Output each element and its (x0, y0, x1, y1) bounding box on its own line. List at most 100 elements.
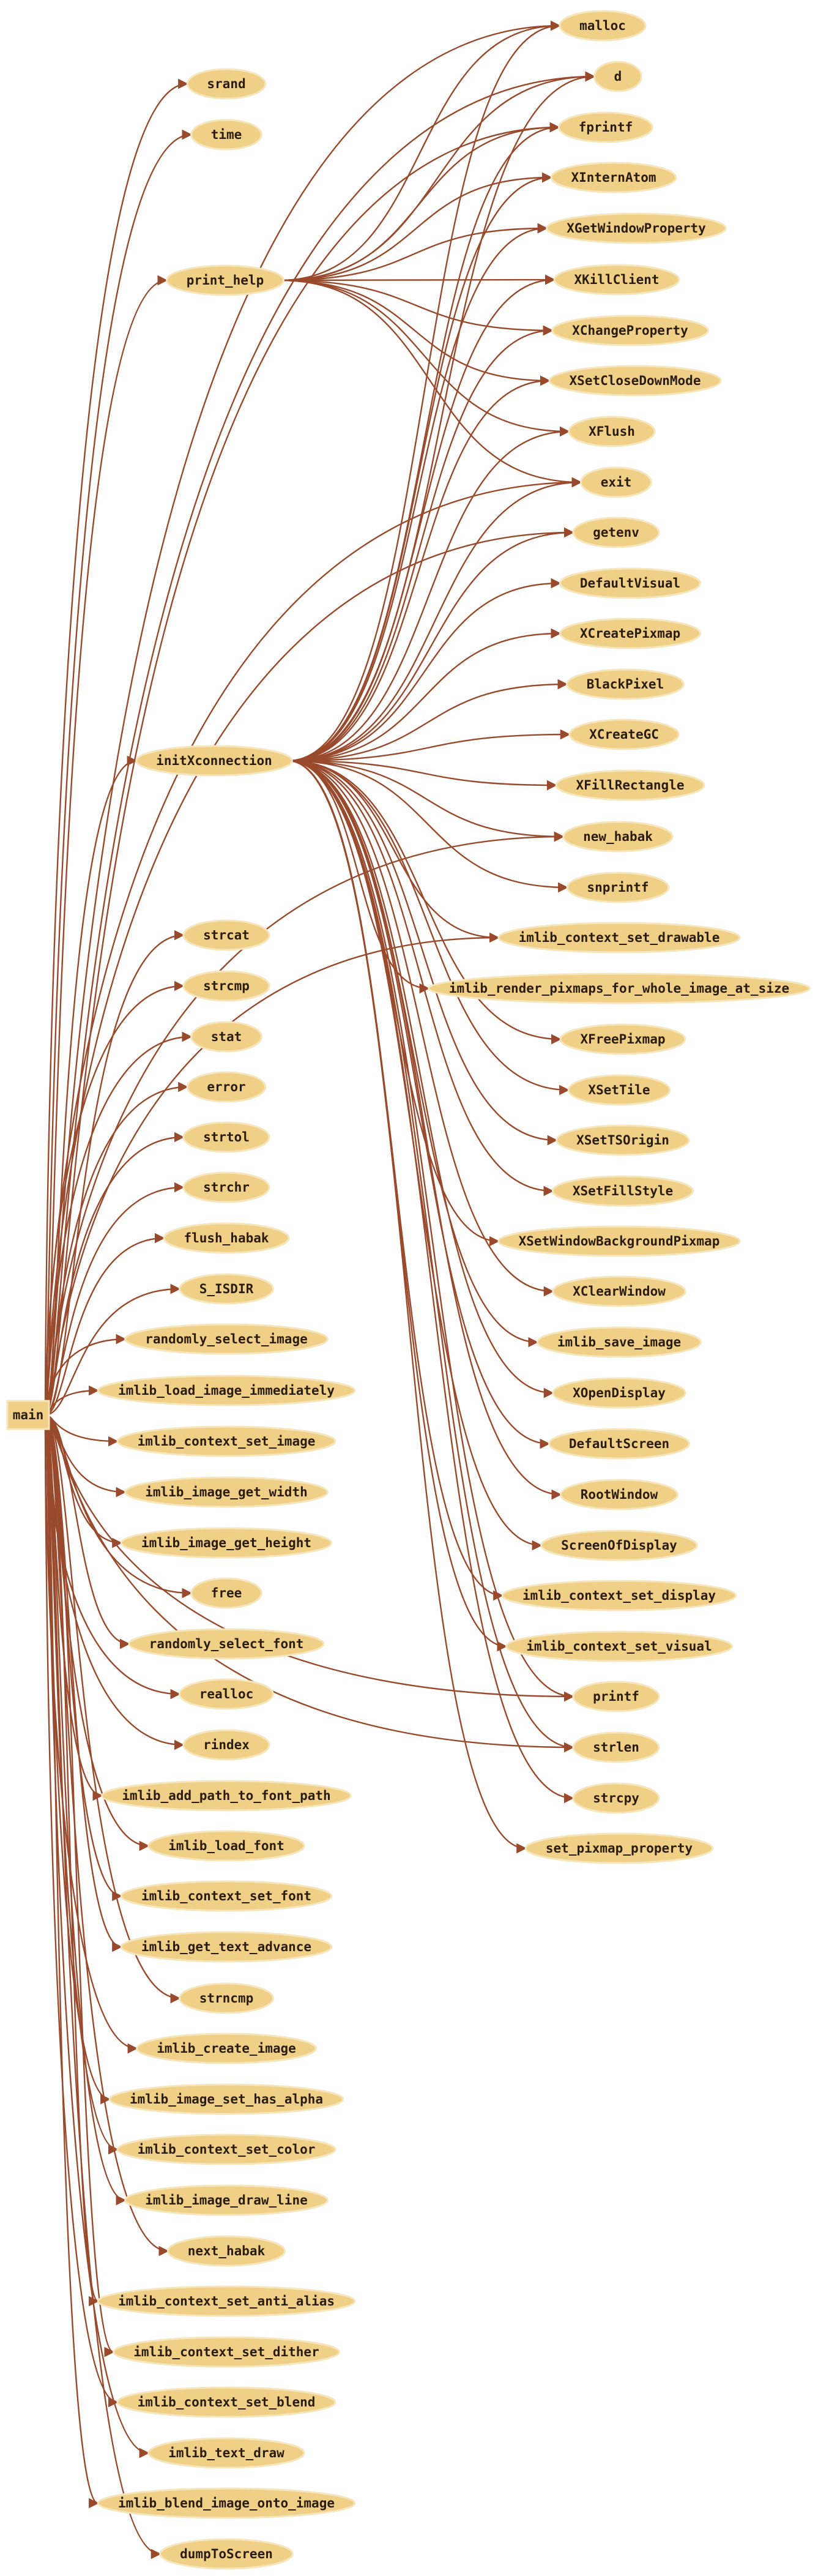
node-imlib-image-draw-line[interactable]: imlib_image_draw_line (124, 2184, 329, 2216)
node-dumptoscreen[interactable]: dumpToScreen (159, 2538, 294, 2570)
node-blackpixel[interactable]: BlackPixel (566, 668, 685, 700)
node-label-imlib-image-get-width: imlib_image_get_width (145, 1485, 308, 1499)
node-imlib-context-set-blend[interactable]: imlib_context_set_blend (116, 2386, 336, 2418)
node-imlib-get-text-advance[interactable]: imlib_get_text_advance (120, 1931, 333, 1963)
node-time[interactable]: time (190, 119, 262, 151)
node-strcpy[interactable]: strcpy (572, 1782, 660, 1814)
edge-main-to-strcmp (44, 980, 185, 1416)
node-imlib-render-pixmaps-for-whole-image-at-size[interactable]: imlib_render_pixmaps_for_whole_image_at_… (428, 973, 811, 1004)
node-imlib-context-set-display[interactable]: imlib_context_set_display (501, 1580, 737, 1611)
node-xkillclient[interactable]: XKillClient (553, 264, 680, 296)
node-defaultvisual[interactable]: DefaultVisual (559, 567, 702, 599)
node-label-imlib-image-get-height: imlib_image_get_height (141, 1536, 311, 1550)
node-xclearwindow[interactable]: XClearWindow (552, 1275, 686, 1307)
edge-main-to-strncmp (45, 1414, 181, 2004)
node-xinternatom[interactable]: XInternAtom (550, 162, 677, 193)
node-randomly-select-image[interactable]: randomly_select_image (124, 1323, 329, 1355)
node-print-help[interactable]: print_help (166, 264, 284, 296)
node-free[interactable]: free (190, 1577, 262, 1609)
node-imlib-load-image-immediately[interactable]: imlib_load_image_immediately (97, 1375, 356, 1406)
node-xsettile[interactable]: XSetTile (567, 1074, 671, 1106)
node-next-habak[interactable]: next_habak (167, 2235, 286, 2267)
node-printf[interactable]: printf (572, 1681, 660, 1712)
node-imlib-image-get-height[interactable]: imlib_image_get_height (120, 1527, 333, 1559)
node-randomly-select-font[interactable]: randomly_select_font (128, 1628, 325, 1660)
edge-main-to-stat (44, 1031, 193, 1416)
edge-main-to-imlib-text-draw (44, 1414, 150, 2458)
node-xgetwindowproperty[interactable]: XGetWindowProperty (546, 212, 727, 244)
edge-main-to-free (45, 1414, 193, 1599)
node-imlib-context-set-image[interactable]: imlib_context_set_image (116, 1425, 336, 1457)
node-xopendisplay[interactable]: XOpenDisplay (552, 1377, 686, 1409)
edge-initxconnection-to-printf (288, 760, 574, 1702)
node-shape-imlib-image-draw-line (124, 2184, 329, 2216)
node-xcreategc[interactable]: XCreateGC (568, 719, 680, 750)
node-stat[interactable]: stat (190, 1021, 262, 1053)
node-xcreatepixmap[interactable]: XCreatePixmap (559, 618, 702, 649)
node-initxconnection[interactable]: initXconnection (135, 745, 293, 777)
node-defaultscreen[interactable]: DefaultScreen (548, 1428, 691, 1460)
node-fprintf[interactable]: fprintf (558, 111, 653, 143)
node-imlib-add-path-to-font-path[interactable]: imlib_add_path_to_font_path (101, 1780, 352, 1812)
node-d[interactable]: d (593, 61, 642, 92)
node-rootwindow[interactable]: RootWindow (560, 1479, 678, 1510)
node-shape-getenv (572, 517, 660, 548)
node-rindex[interactable]: rindex (182, 1729, 270, 1761)
node-imlib-image-set-has-alpha[interactable]: imlib_image_set_has_alpha (108, 2083, 344, 2115)
node-label-stat: stat (211, 1029, 242, 1044)
node-strcmp[interactable]: strcmp (182, 970, 270, 1002)
node-imlib-context-set-color[interactable]: imlib_context_set_color (116, 2134, 336, 2165)
node-strchr[interactable]: strchr (182, 1171, 270, 1203)
node-strtol[interactable]: strtol (182, 1121, 270, 1153)
node-snprintf[interactable]: snprintf (566, 872, 670, 903)
node-shape-xinternatom (550, 162, 677, 193)
node-xfillrectangle[interactable]: XFillRectangle (555, 769, 705, 801)
edge-initxconnection-to-strcpy (288, 760, 574, 1804)
node-exit[interactable]: exit (580, 466, 652, 498)
node-flush-habak[interactable]: flush_habak (163, 1222, 290, 1254)
node-set-pixmap-property[interactable]: set_pixmap_property (524, 1832, 714, 1864)
node-malloc[interactable]: malloc (559, 10, 647, 42)
node-xsetclosedownmode[interactable]: XSetCloseDownMode (548, 365, 722, 397)
node-shape-xclearwindow (552, 1275, 686, 1307)
node-xfreepixmap[interactable]: XFreePixmap (559, 1023, 686, 1055)
node-xsetwindowbackgroundpixmap[interactable]: XSetWindowBackgroundPixmap (497, 1225, 741, 1257)
node-main[interactable]: main (6, 1400, 50, 1430)
node-imlib-context-set-font[interactable]: imlib_context_set_font (120, 1880, 333, 1912)
node-getenv[interactable]: getenv (572, 517, 660, 548)
node-label-s-isdir: S_ISDIR (199, 1282, 254, 1296)
node-label-strcmp: strcmp (203, 979, 250, 993)
node-shape-imlib-context-set-blend (116, 2386, 336, 2418)
node-xflush[interactable]: XFlush (568, 416, 656, 447)
node-label-imlib-context-set-drawable: imlib_context_set_drawable (519, 930, 720, 945)
node-error[interactable]: error (186, 1071, 267, 1103)
node-imlib-text-draw[interactable]: imlib_text_draw (147, 2437, 305, 2469)
node-xchangeproperty[interactable]: XChangeProperty (551, 315, 709, 346)
node-imlib-context-set-anti-alias[interactable]: imlib_context_set_anti_alias (97, 2285, 356, 2317)
node-screenofdisplay[interactable]: ScreenOfDisplay (540, 1529, 698, 1561)
node-imlib-context-set-drawable[interactable]: imlib_context_set_drawable (497, 922, 741, 954)
node-strncmp[interactable]: strncmp (179, 1982, 274, 2014)
node-imlib-context-set-visual[interactable]: imlib_context_set_visual (505, 1630, 733, 1662)
node-imlib-image-get-width[interactable]: imlib_image_get_width (124, 1476, 329, 1508)
node-xsettsorigin[interactable]: XSetTSOrigin (556, 1124, 690, 1156)
node-imlib-save-image[interactable]: imlib_save_image (536, 1326, 702, 1358)
node-realloc[interactable]: realloc (179, 1678, 274, 1710)
node-strcat[interactable]: strcat (182, 919, 270, 951)
node-new-habak[interactable]: new_habak (562, 821, 674, 853)
node-label-main: main (13, 1408, 44, 1422)
node-imlib-blend-image-onto-image[interactable]: imlib_blend_image_onto_image (97, 2487, 356, 2519)
node-strlen[interactable]: strlen (572, 1731, 660, 1763)
node-xsetfillstyle[interactable]: XSetFillStyle (551, 1175, 694, 1207)
node-shape-imlib-context-set-display (501, 1580, 737, 1611)
edge-initxconnection-to-xinternatom (288, 172, 552, 762)
node-label-imlib-context-set-anti-alias: imlib_context_set_anti_alias (118, 2294, 335, 2309)
node-imlib-create-image[interactable]: imlib_create_image (136, 2033, 317, 2064)
node-s-isdir[interactable]: S_ISDIR (179, 1273, 274, 1305)
node-imlib-load-font[interactable]: imlib_load_font (147, 1830, 305, 1862)
node-imlib-context-set-dither[interactable]: imlib_context_set_dither (113, 2336, 340, 2368)
node-srand[interactable]: srand (186, 68, 267, 100)
edge-initxconnection-to-xopendisplay (288, 760, 554, 1398)
node-shape-randomly-select-font (128, 1628, 325, 1660)
node-shape-imlib-context-set-image (116, 1425, 336, 1457)
